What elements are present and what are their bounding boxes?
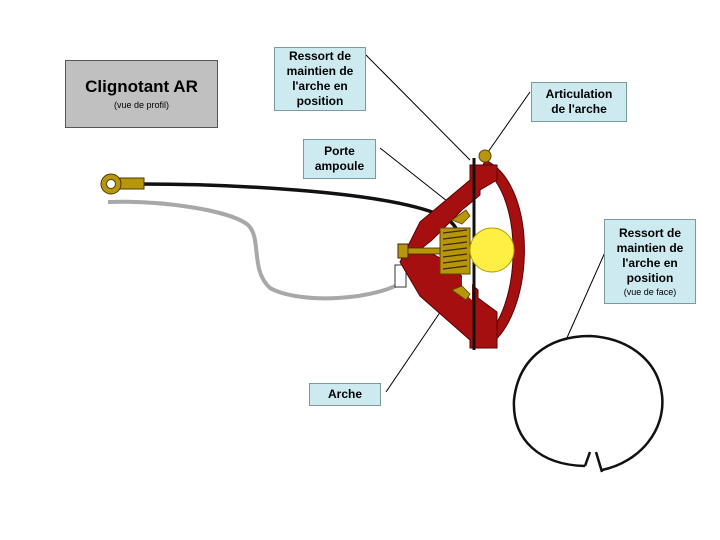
label-line: maintien de [616,240,684,255]
leader-porte-ampoule [379,147,453,206]
label-line: Arche [327,387,362,401]
label-articulation: Articulation de l'arche [531,82,627,122]
label-line: Articulation [545,87,613,101]
label-line: l'arche en [292,79,348,93]
ground-wire [107,199,407,301]
diagram-title: Clignotant AR [85,77,198,96]
spring-front-ends [583,451,604,473]
title-box: Clignotant AR (vue de profil) [65,60,218,128]
leader-articulation [487,91,531,153]
ring-terminal [100,173,145,195]
label-line: de l'arche [551,102,607,116]
hinge [478,149,492,163]
label-ressort-face: Ressort de maintien de l'arche en positi… [604,219,696,304]
bulb-socket [397,209,471,301]
label-line: Ressort de [618,225,682,240]
label-line: l'arche en [622,255,678,270]
label-porte-ampoule: Porte ampoule [303,139,376,179]
leader-arche [385,304,446,393]
connector [394,264,407,288]
label-line: position [626,270,674,285]
bulb [469,227,515,273]
label-line: ampoule [314,159,365,173]
label-line: Ressort de [288,49,352,63]
label-line: maintien de [286,64,354,78]
label-ressort-profil: Ressort de maintien de l'arche en positi… [274,47,366,111]
label-subtext: (vue de face) [623,286,677,297]
label-arche: Arche [309,383,381,406]
label-line: position [296,94,344,108]
leader-ressort-face [565,249,607,341]
spring-front-view [512,334,664,472]
label-line: Porte [324,144,355,158]
diagram-subtitle: (vue de profil) [113,100,170,110]
leader-ressort-profil [365,54,471,161]
